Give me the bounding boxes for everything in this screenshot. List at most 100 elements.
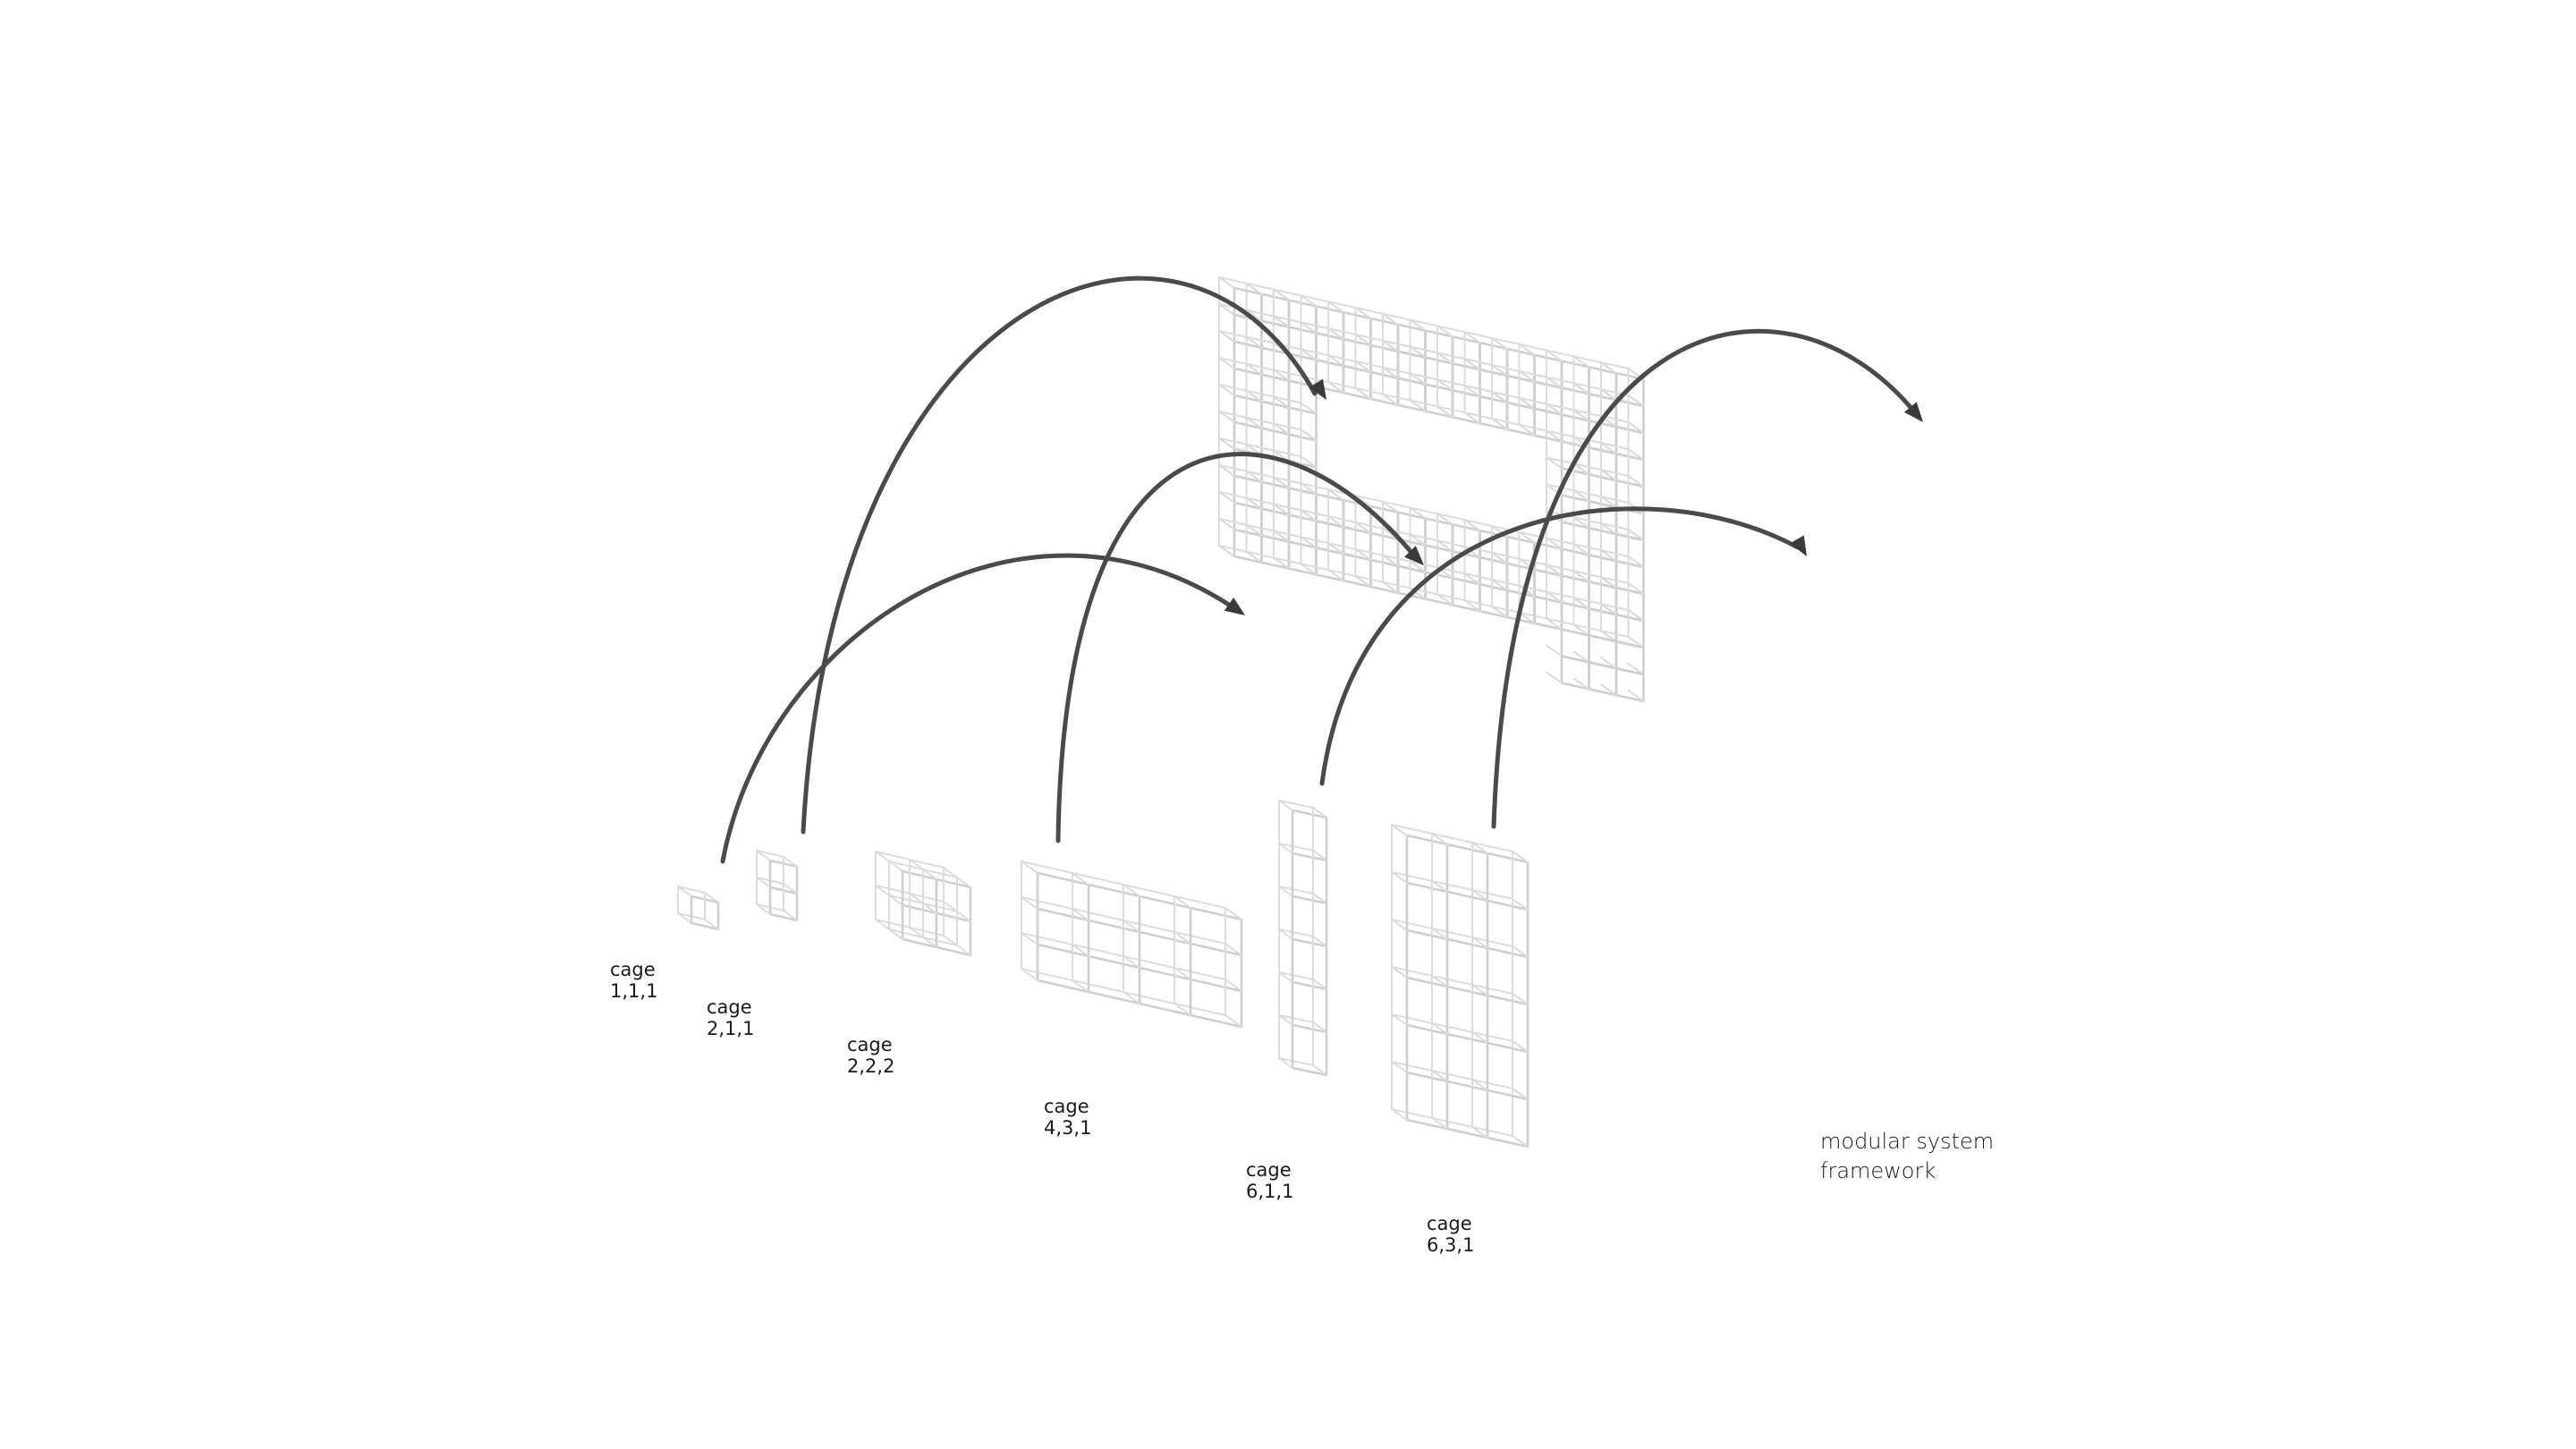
wire-edge [1471,1031,1488,1044]
wire-edge [1260,346,1291,355]
wire-edge [783,856,798,868]
wire-edge [1572,543,1590,556]
arc-cage-6-1-1 [1319,506,1801,786]
cage-module-4-3-1 [1021,860,1243,1029]
cage-module-2-2-2 [875,851,972,957]
wire-edge [1424,544,1454,553]
wire-edge [1218,518,1235,530]
wire-edge [1245,282,1275,291]
wire-edge [1405,1023,1530,1054]
wire-edge [1471,936,1488,949]
wire-edge [1382,500,1399,513]
wire-edge [1451,604,1481,613]
wire-edge [1218,411,1248,419]
wire-edge [1218,384,1235,396]
wire-edge [1233,367,1263,377]
wire-edge [1278,843,1314,852]
wire-edge [1260,561,1291,570]
wire-edge [1600,361,1617,375]
wire-edge [1405,928,1530,959]
wire-edge [1505,401,1536,411]
wire-edge [1627,475,1645,487]
wire-edge [783,910,798,921]
cage-labels: cage 1,1,1 cage 2,1,1 cage 2,2,2 cage 4,… [610,959,1474,1256]
wire-edge [1560,360,1590,369]
wire-edge [1260,292,1291,301]
wire-edge [1572,623,1602,632]
wire-edge [1588,446,1618,455]
wire-edge [943,935,971,956]
wire-edge [1342,391,1372,401]
wire-edge [1369,585,1400,595]
wire-edge [1436,539,1466,548]
wire-edge [1218,276,1248,284]
framework-grid [1218,276,1645,703]
wire-edge [1260,507,1291,516]
wire-edge [1300,294,1329,303]
wire-edge [1588,661,1618,670]
wire-edge [1572,489,1602,498]
wire-edge [1291,852,1328,862]
wire-edge [1327,542,1344,555]
wire-edge [1391,919,1513,947]
wire-edge [1463,572,1493,580]
wire-edge [1409,533,1427,547]
wire-edge [1327,327,1344,341]
wire-edge [1518,369,1547,378]
wire-edge [1278,886,1293,897]
wire-edge [1560,413,1590,422]
wire-edge [1491,364,1521,372]
wire-edge [1072,979,1089,993]
wire-edge [1560,682,1590,691]
wire-edge [1315,520,1345,529]
wire-edge [1287,540,1318,549]
wire-edge [1273,556,1290,570]
wire-edge [1218,545,1235,557]
wire-edge [1273,315,1302,324]
wire-edge [1491,364,1508,377]
wire-edge [1273,422,1302,431]
wire-edge [1405,834,1530,864]
wire-edge [1312,893,1327,904]
wire-edge [1300,348,1318,361]
wire-edge [1436,539,1453,553]
wire-edge [1021,968,1038,981]
wire-edge [1327,354,1344,368]
wire-edge [1424,597,1454,606]
wire-edge [1218,303,1235,316]
wire-edge [1327,301,1357,309]
wire-edge [1431,1070,1448,1082]
wire-edge [1260,319,1291,328]
wire-edge [1245,309,1263,322]
wire-edge [1260,373,1291,382]
wire-edge [1218,491,1235,504]
wire-edge [1546,402,1563,416]
wire-edge [1409,372,1438,381]
wire-edge [1382,393,1411,402]
wire-edge [1491,552,1508,564]
wire-edge [1278,1057,1293,1069]
wire-edge [1614,559,1645,569]
wire-edge [1614,640,1645,649]
wire-edge [1560,628,1590,637]
wire-edge [1546,644,1563,657]
wire-edge [1471,984,1488,996]
wire-edge [1572,462,1602,471]
wire-edge [1245,282,1263,295]
arc-cage-4-3-1 [1055,452,1416,843]
wire-edge [1572,462,1590,476]
wire-edge [1560,574,1590,583]
wire-edge [1312,979,1327,990]
wire-edge [1245,496,1263,510]
wire-edge [1431,1117,1448,1130]
wire-edge [1391,966,1513,995]
wire-edge [1300,455,1318,469]
wire-edge [1572,623,1590,637]
wire-edge [1245,523,1275,532]
wire-edge [1354,548,1372,561]
wire-edge [1431,975,1448,987]
wire-edge [1436,378,1453,392]
wire-edge [1572,382,1602,391]
wire-edge [1600,630,1617,643]
wire-edge [1479,609,1509,619]
